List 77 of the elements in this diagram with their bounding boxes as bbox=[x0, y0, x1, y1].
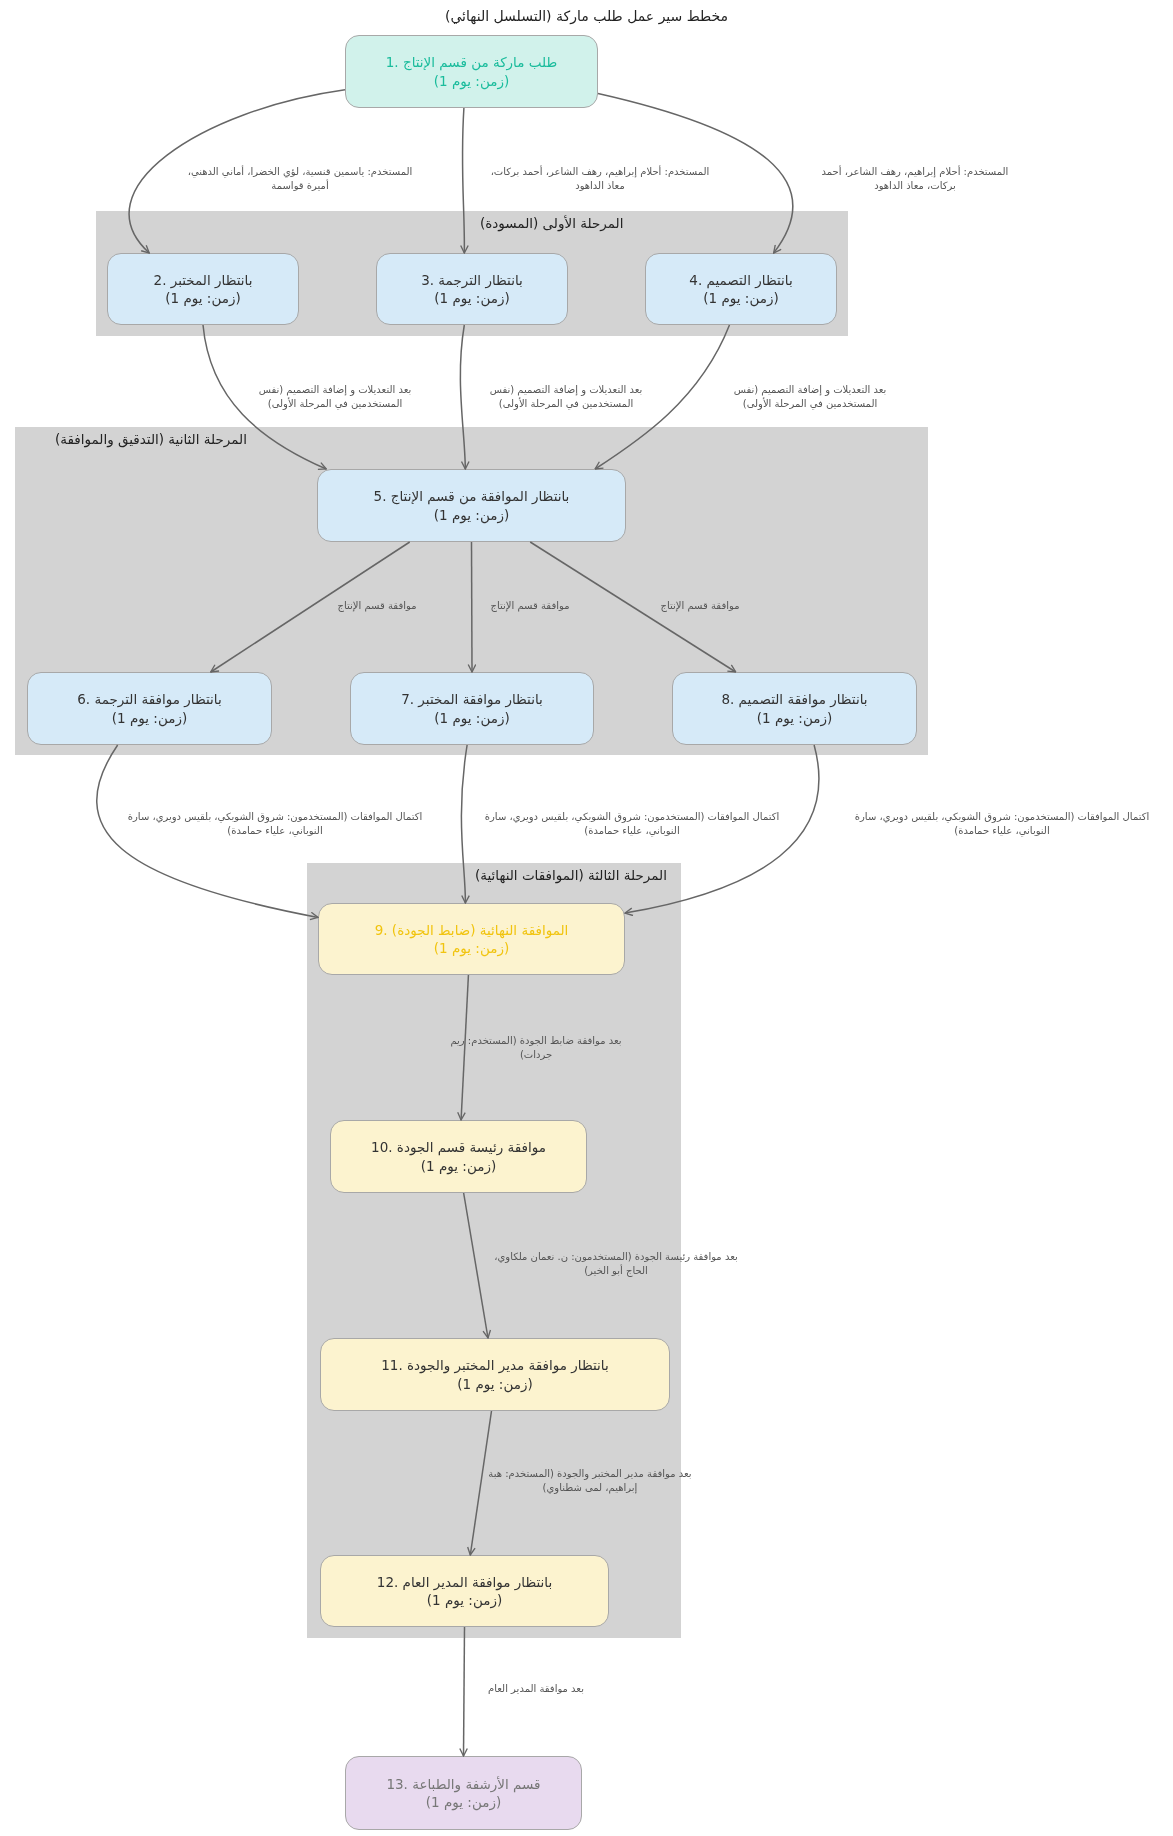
step-title: 3. بانتظار الترجمة bbox=[421, 270, 523, 289]
step-title: 9. الموافقة النهائية (ضابط الجودة) bbox=[374, 920, 569, 939]
phase-heading: المرحلة الثالثة (الموافقات النهائية) bbox=[475, 867, 667, 883]
step-title: 5. بانتظار الموافقة من قسم الإنتاج bbox=[373, 487, 570, 506]
arrow bbox=[467, 541, 477, 673]
duration-text: (زمن: يوم 1) bbox=[703, 289, 779, 308]
duration-text: (زمن: يوم 1) bbox=[756, 708, 833, 727]
duration-text: (زمن: يوم 1) bbox=[433, 939, 510, 958]
edge-label: بعد التعديلات و إضافة التصميم (نفس المستخدمين في المرحلة الأولى) bbox=[732, 382, 888, 410]
edge-label: بعد موافقة ضابط الجودة (المستخدم: ريم جردات) bbox=[449, 1033, 623, 1061]
arrow bbox=[459, 1626, 468, 1757]
arrow bbox=[210, 541, 411, 673]
duration-text: (زمن: يوم 1) bbox=[425, 1793, 502, 1812]
process-box bbox=[320, 1555, 609, 1627]
process-box bbox=[27, 672, 272, 745]
arrow bbox=[624, 744, 820, 916]
step-title: 8. بانتظار موافقة التصميم bbox=[721, 690, 868, 709]
process-box bbox=[330, 1120, 587, 1193]
arrow bbox=[594, 324, 731, 470]
arrow bbox=[529, 541, 737, 673]
edge-label: موافقة قسم الإنتاج bbox=[659, 599, 741, 613]
duration-text: (زمن: يوم 1) bbox=[165, 289, 241, 308]
step-title: 10. موافقة رئيسة قسم الجودة bbox=[371, 1138, 546, 1157]
phase-heading: المرحلة الثانية (التدقيق والموافقة) bbox=[55, 431, 247, 447]
phase-panel bbox=[96, 211, 848, 336]
step-title: 2. بانتظار المختبر bbox=[153, 270, 253, 289]
edge-label: موافقة قسم الإنتاج bbox=[336, 599, 418, 613]
edge-label: اكتمال الموافقات (المستخدمون: شروق الشوبكي، بلقيس دويري، سارة النوباني، علياء حمامدة) bbox=[853, 809, 1151, 837]
duration-text: (زمن: يوم 1) bbox=[434, 289, 510, 308]
step-title: 13. قسم الأرشفة والطباعة bbox=[386, 1774, 541, 1793]
arrow bbox=[462, 1192, 492, 1339]
phase-heading: المرحلة الأولى (المسودة) bbox=[480, 215, 624, 231]
step-title: 7. بانتظار موافقة المختبر bbox=[401, 690, 543, 709]
step-title: 4. بانتظار التصميم bbox=[689, 270, 793, 289]
arrow bbox=[128, 89, 346, 254]
process-box bbox=[345, 1756, 582, 1830]
process-box bbox=[350, 672, 594, 745]
edge-label: اكتمال الموافقات (المستخدمون: شروق الشوبكي، بلقيس دويري، سارة النوباني، علياء حمامدة) bbox=[483, 809, 781, 837]
duration-text: (زمن: يوم 1) bbox=[433, 71, 510, 90]
edge-label: المستخدم: أحلام إبراهيم، رهف الشاعر، أحمد بركات، معاذ الداهود bbox=[820, 164, 1010, 192]
duration-text: (زمن: يوم 1) bbox=[433, 505, 510, 524]
arrow bbox=[459, 324, 470, 470]
step-title: 1. طلب ماركة من قسم الإنتاج bbox=[385, 53, 558, 72]
diagram-title: مخطط سير عمل طلب ماركة (التسلسل النهائي) bbox=[443, 8, 730, 24]
edge-label: المستخدم: ياسمين قنسية، لؤي الخضرا، أماني الدهني، أميرة قواسمة bbox=[186, 164, 414, 192]
arrow bbox=[96, 744, 319, 921]
process-box bbox=[376, 253, 568, 325]
process-box bbox=[317, 469, 626, 542]
duration-text: (زمن: يوم 1) bbox=[434, 708, 510, 727]
edge-label: بعد موافقة المدير العام bbox=[487, 1682, 585, 1696]
edge-label: موافقة قسم الإنتاج bbox=[489, 599, 571, 613]
edge-label: بعد التعديلات و إضافة التصميم (نفس المستخدمين في المرحلة الأولى) bbox=[257, 382, 413, 410]
edge-label: بعد التعديلات و إضافة التصميم (نفس المستخدمين في المرحلة الأولى) bbox=[488, 382, 644, 410]
process-box bbox=[107, 253, 299, 325]
process-box bbox=[345, 35, 598, 108]
duration-text: (زمن: يوم 1) bbox=[457, 1374, 533, 1393]
edge-label: بعد موافقة مدير المختبر والجودة (المستخدم: هبة إبراهيم، لمى شطناوي) bbox=[487, 1466, 693, 1494]
arrow bbox=[467, 1410, 493, 1556]
step-title: 11. بانتظار موافقة مدير المختبر والجودة bbox=[381, 1356, 609, 1375]
duration-text: (زمن: يوم 1) bbox=[420, 1156, 497, 1175]
arrow bbox=[459, 107, 469, 254]
arrow bbox=[597, 92, 794, 254]
phase-panel bbox=[15, 427, 928, 755]
process-box bbox=[318, 903, 625, 975]
arrow bbox=[460, 744, 470, 904]
edge-label: اكتمال الموافقات (المستخدمون: شروق الشوبكي، بلقيس دويري، سارة النوباني، علياء حمامدة) bbox=[126, 809, 424, 837]
edge-label: بعد موافقة رئيسة الجودة (المستخدمون: ن. نعمان ملكاوي، الحاج أبو الخير) bbox=[493, 1249, 739, 1277]
edge-label: المستخدم: أحلام إبراهيم، رهف الشاعر، أحمد بركات، معاذ الداهود bbox=[489, 164, 711, 192]
arrow bbox=[202, 324, 327, 470]
duration-text: (زمن: يوم 1) bbox=[426, 1591, 503, 1610]
process-box bbox=[320, 1338, 670, 1411]
step-title: 12. بانتظار موافقة المدير العام bbox=[376, 1572, 553, 1591]
step-title: 6. بانتظار موافقة الترجمة bbox=[77, 690, 222, 709]
arrow bbox=[457, 974, 470, 1121]
process-box bbox=[645, 253, 837, 325]
duration-text: (زمن: يوم 1) bbox=[111, 708, 188, 727]
process-box bbox=[672, 672, 917, 745]
